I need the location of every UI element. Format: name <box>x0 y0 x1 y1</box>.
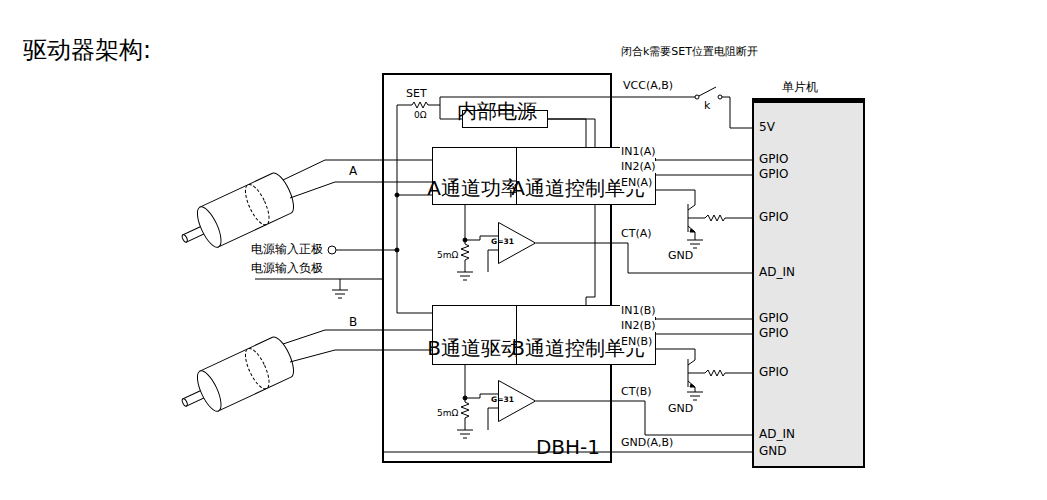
signal-name: IN2(A) <box>620 161 657 173</box>
resistor-value: 5mΩ <box>436 408 459 418</box>
terminal-label: 电源输入正极 <box>250 243 324 256</box>
pin-name: GPIO <box>758 153 790 166</box>
junction-dot <box>395 248 399 252</box>
signal-wire <box>656 175 752 176</box>
power-terminal <box>328 246 336 254</box>
emitter-arrow <box>690 384 695 387</box>
junction-dot <box>463 396 467 400</box>
box-label: G=31 <box>491 237 523 246</box>
amp-a-ref <box>488 250 498 272</box>
switch-label: k <box>703 100 711 112</box>
signal-wire <box>548 119 586 147</box>
switch-contact <box>695 95 699 99</box>
module-name: DBH-1 <box>536 435 600 459</box>
amplifier-triangle: G=31 <box>498 222 536 264</box>
signal-name: EN(B) <box>620 336 653 348</box>
signal-wire <box>656 160 752 161</box>
pin-name: GPIO <box>758 327 790 340</box>
ground-label: GND <box>667 403 694 415</box>
motor-b-wire <box>283 330 432 362</box>
power-negative-wire <box>255 279 382 298</box>
signal-name: CT(A) <box>620 228 653 240</box>
channel-name: A <box>348 165 358 178</box>
box-label: G=31 <box>491 395 523 404</box>
note: 闭合k需要SET位置电阻断开 <box>620 46 759 58</box>
signal-name: EN(A) <box>620 177 653 189</box>
page-title: 驱动器架构: <box>22 36 152 64</box>
signal-wire <box>656 334 752 335</box>
box-label: 内部电源 <box>457 98 537 125</box>
signal-name: GND(A,B) <box>620 437 674 449</box>
pin-name: GND <box>758 445 788 458</box>
resistor-value: 0Ω <box>413 110 428 120</box>
pin-name: GPIO <box>758 366 790 379</box>
driver-module: DBH-1内部电源A通道功率单元A通道控制单元G=31B通道驱动单元B通道控制单… <box>382 73 612 463</box>
junction-dot <box>395 193 399 197</box>
signal-wire <box>536 243 752 273</box>
signal-wire <box>656 319 752 320</box>
ground-label: GND <box>667 250 694 262</box>
signal-wire <box>536 401 752 435</box>
pin-name: GPIO <box>758 211 790 224</box>
channel-name: B <box>348 316 358 329</box>
amplifier-triangle: G=31 <box>498 380 536 422</box>
motor-b <box>174 334 299 423</box>
signal-name: VCC(A,B) <box>622 80 674 92</box>
signal-name: IN1(B) <box>620 305 657 317</box>
power-positive-wire <box>336 105 432 313</box>
amp-b-ref <box>488 408 498 430</box>
emitter-arrow <box>690 229 695 232</box>
switch-contact <box>718 95 722 99</box>
motor-a-wire <box>283 160 432 198</box>
pin-name: AD_IN <box>758 428 796 441</box>
pin-name: AD_IN <box>758 266 796 279</box>
signal-name: IN2(B) <box>620 320 657 332</box>
pin-name: GPIO <box>758 168 790 181</box>
signal-name: CT(B) <box>620 386 653 398</box>
signal-name: IN1(A) <box>620 146 657 158</box>
terminal-label: 电源输入负极 <box>250 262 324 275</box>
box-heading: 单片机 <box>782 79 818 96</box>
pin-name: GPIO <box>758 312 790 325</box>
junction-dot <box>463 238 467 242</box>
pin-name: 5V <box>758 121 776 134</box>
switch-k <box>697 87 752 128</box>
resistor-label: SET <box>405 88 428 100</box>
power-supply-box: 内部电源 <box>462 110 548 128</box>
resistor-value: 5mΩ <box>436 250 459 260</box>
